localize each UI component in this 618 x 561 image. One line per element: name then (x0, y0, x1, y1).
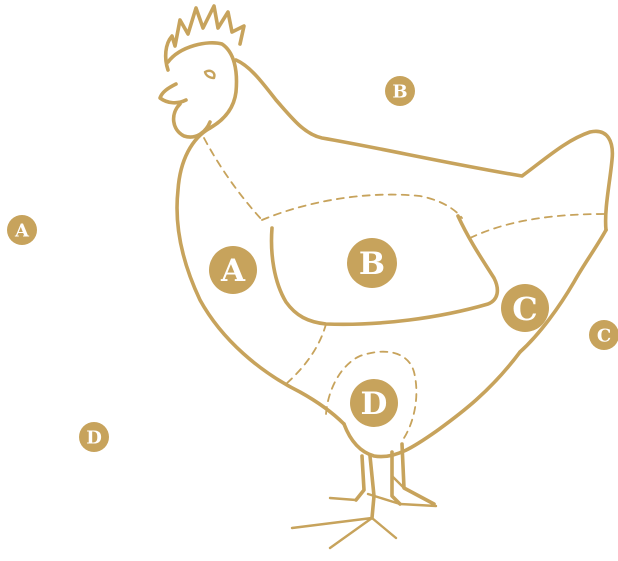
badge-c-large: C (501, 284, 549, 332)
chicken-comb (163, 4, 246, 72)
cut-line-neck (203, 137, 263, 221)
badge-b-small: B (385, 76, 415, 106)
cut-line-lower (285, 323, 327, 385)
chicken-foot-left (290, 496, 398, 550)
badge-c-large-label: C (512, 290, 537, 328)
badge-d-large-label: D (361, 386, 388, 422)
chicken-leg-left (354, 454, 376, 520)
cut-line-tail (469, 213, 605, 239)
chicken-foot-right (366, 474, 438, 508)
chicken-illustration (158, 4, 615, 550)
chicken-beak (158, 82, 188, 105)
badge-a-large-label: A (220, 253, 246, 289)
badge-a-large: A (209, 246, 257, 294)
chicken-breast (175, 126, 346, 426)
chicken-eye (203, 69, 216, 80)
badge-a-small-label: A (14, 221, 30, 242)
badge-b-large-label: B (359, 246, 385, 282)
badge-c-small: C (589, 320, 618, 350)
badge-a-small: A (7, 215, 37, 245)
chicken-wing (269, 214, 500, 327)
badge-b-small-label: B (392, 82, 407, 103)
chicken-belly (342, 350, 522, 459)
cut-line-back (261, 193, 463, 221)
cut-line-thigh (325, 350, 418, 439)
badge-d-small-label: D (86, 428, 102, 449)
chicken-head (166, 41, 239, 130)
chicken-back (234, 58, 615, 232)
badge-d-large: D (350, 379, 398, 427)
chicken-tail (518, 228, 608, 354)
badge-c-small-label: C (597, 326, 611, 347)
badge-d-small: D (79, 422, 109, 452)
badge-b-large: B (347, 238, 397, 288)
